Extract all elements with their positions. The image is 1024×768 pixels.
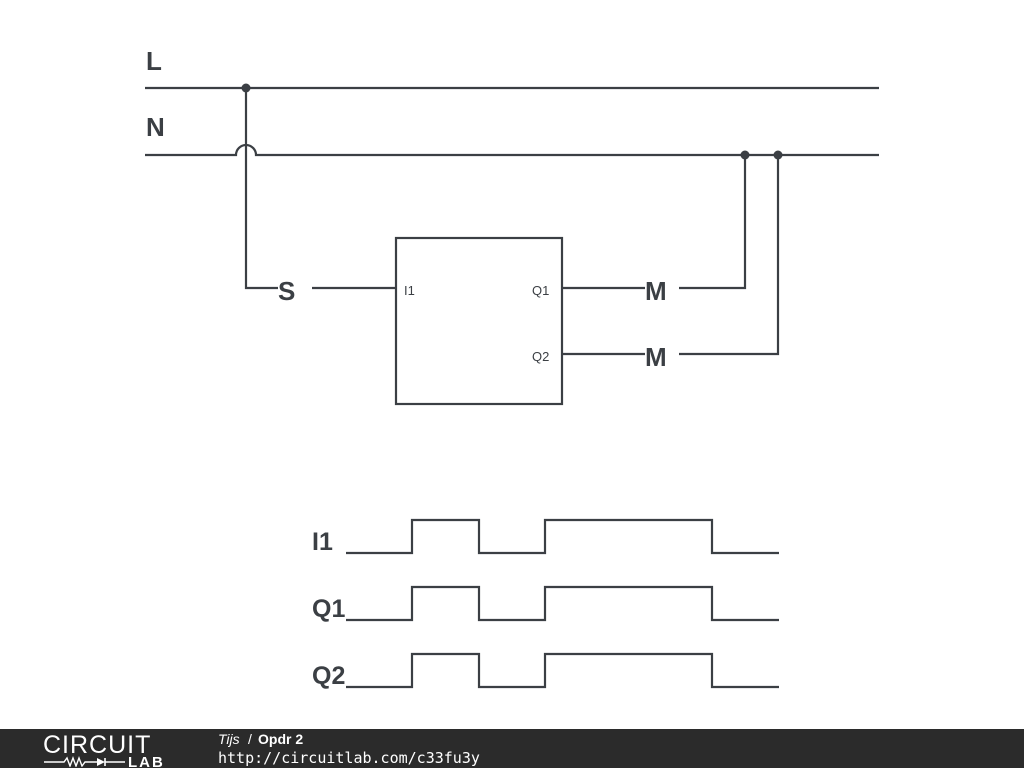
- title-separator: /: [248, 731, 252, 747]
- motor2-return-wire: [679, 155, 780, 356]
- logo-resistor-icon: [44, 756, 97, 767]
- author-link[interactable]: Tijs: [218, 731, 240, 747]
- waveform-label-q1: Q1: [312, 595, 345, 623]
- neutral-rail-label: N: [146, 112, 165, 142]
- waveform-q1: [346, 585, 779, 622]
- neutral-rail: [145, 143, 879, 157]
- waveform-label-q2: Q2: [312, 662, 345, 690]
- motor1-label: M: [645, 276, 667, 306]
- module-output2-label: Q2: [532, 349, 549, 364]
- logo-text-circuit: CIRCUIT: [43, 731, 151, 759]
- waveform-i1: [346, 518, 779, 555]
- circuit-url-link[interactable]: http://circuitlab.com/c33fu3y: [218, 749, 480, 767]
- logo-diode-icon: [97, 758, 105, 766]
- switch-feed-wire: [244, 88, 278, 290]
- circuitlab-logo[interactable]: CIRCUIT LAB: [42, 731, 177, 767]
- footer-bar: CIRCUIT LAB Tijs / Opdr 2 http://circuit…: [0, 729, 1024, 768]
- circuit-title-link[interactable]: Opdr 2: [258, 731, 304, 747]
- motor1-return-wire: [679, 155, 747, 290]
- module-input-label: I1: [404, 283, 415, 298]
- waveform-label-i1: I1: [312, 528, 333, 556]
- module-output1-label: Q1: [532, 283, 549, 298]
- control-module: [394, 236, 564, 406]
- live-rail-label: L: [146, 46, 162, 76]
- logo-text-lab: LAB: [128, 754, 165, 767]
- switch-label: S: [278, 276, 295, 306]
- waveform-q2: [346, 652, 779, 689]
- motor2-label: M: [645, 342, 667, 372]
